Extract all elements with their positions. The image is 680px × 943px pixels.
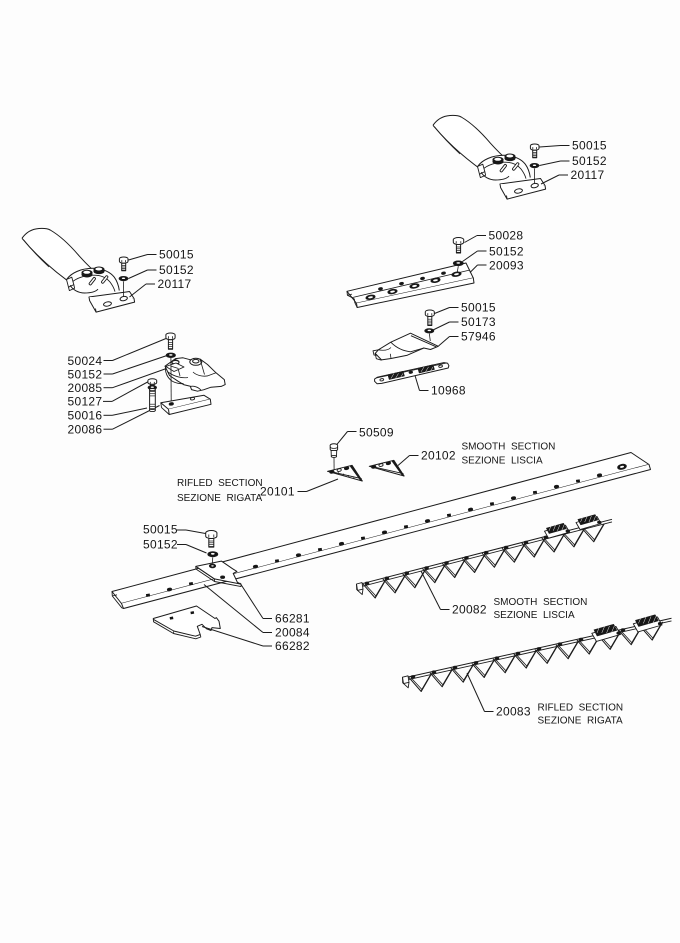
svg-text:20117: 20117 — [158, 277, 192, 291]
svg-text:SEZIONE RIGATA: SEZIONE RIGATA — [177, 493, 263, 504]
svg-text:20093: 20093 — [489, 259, 524, 273]
svg-text:50024: 50024 — [68, 354, 103, 368]
svg-text:50152: 50152 — [572, 154, 607, 168]
svg-text:20102: 20102 — [421, 449, 456, 463]
svg-text:50173: 50173 — [461, 315, 496, 329]
svg-text:20085: 20085 — [68, 381, 103, 395]
svg-text:20086: 20086 — [68, 423, 103, 437]
svg-text:20117: 20117 — [571, 168, 605, 182]
svg-text:66282: 66282 — [275, 639, 310, 653]
svg-text:20101: 20101 — [260, 485, 295, 499]
svg-text:50127: 50127 — [68, 395, 103, 409]
svg-text:20082: 20082 — [452, 603, 487, 617]
svg-text:50152: 50152 — [159, 263, 194, 277]
svg-text:57946: 57946 — [461, 330, 496, 344]
svg-text:SMOOTH SECTION: SMOOTH SECTION — [462, 441, 556, 452]
svg-text:50152: 50152 — [489, 245, 524, 259]
svg-text:RIFLED SECTION: RIFLED SECTION — [538, 703, 624, 714]
svg-text:50015: 50015 — [143, 523, 178, 537]
svg-text:50015: 50015 — [159, 248, 194, 262]
svg-text:SEZIONE LISCIA: SEZIONE LISCIA — [494, 610, 575, 621]
svg-text:10968: 10968 — [431, 384, 466, 398]
svg-text:50016: 50016 — [68, 409, 103, 423]
svg-text:20083: 20083 — [496, 705, 531, 719]
svg-text:50152: 50152 — [143, 537, 178, 551]
svg-text:50028: 50028 — [489, 229, 524, 243]
svg-text:RIFLED SECTION: RIFLED SECTION — [177, 478, 263, 489]
svg-text:SMOOTH SECTION: SMOOTH SECTION — [494, 597, 588, 608]
svg-text:50015: 50015 — [572, 139, 607, 153]
svg-text:66281: 66281 — [275, 612, 310, 626]
svg-text:SEZIONE LISCIA: SEZIONE LISCIA — [462, 455, 543, 466]
svg-text:SEZIONE RIGATA: SEZIONE RIGATA — [538, 716, 624, 727]
svg-text:50509: 50509 — [359, 426, 394, 440]
svg-text:50015: 50015 — [461, 301, 496, 315]
svg-text:50152: 50152 — [68, 368, 103, 382]
svg-text:20084: 20084 — [275, 626, 310, 640]
